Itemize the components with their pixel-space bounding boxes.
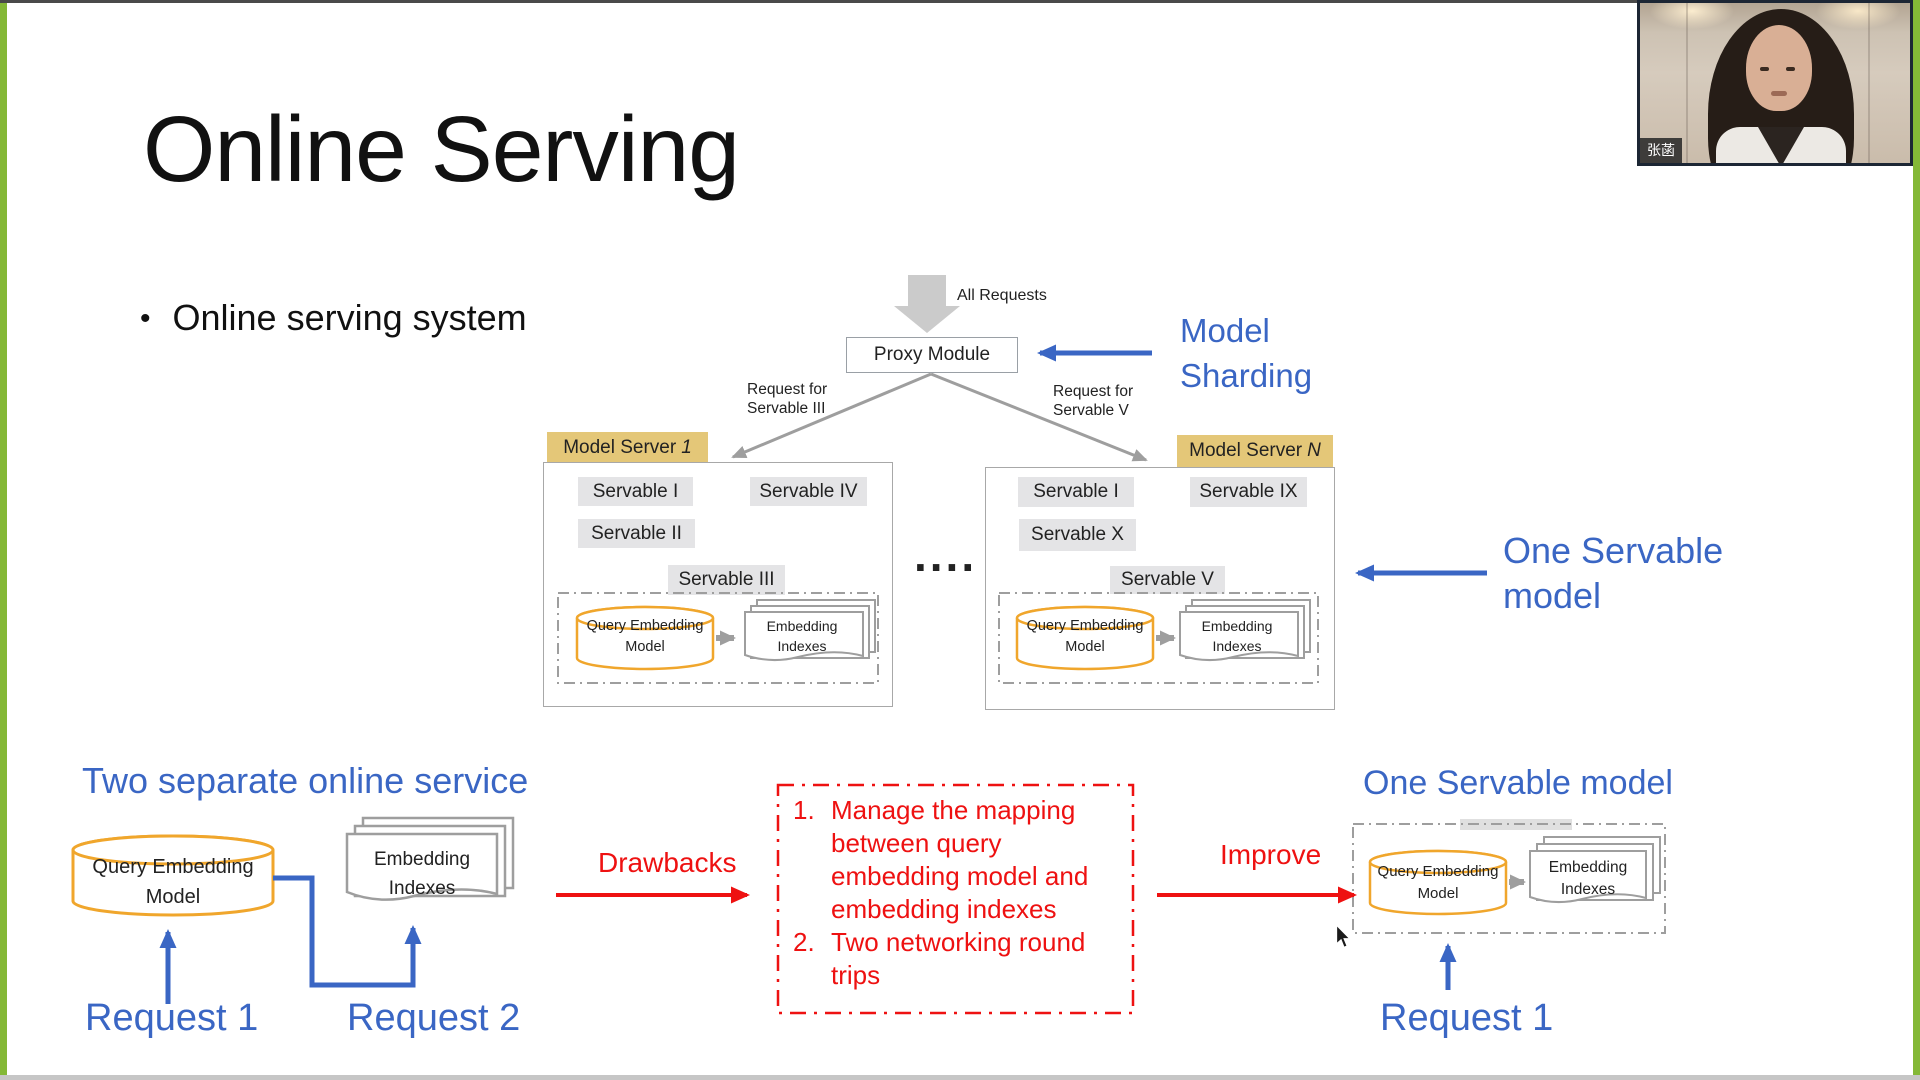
embedding-indexes-label: Embedding Indexes [766, 618, 838, 654]
improve-label: Improve [1220, 839, 1322, 870]
speaker-mouth [1771, 91, 1787, 96]
servable-box: Servable III [668, 565, 785, 595]
mouse-cursor [1335, 924, 1352, 949]
servable-box: Servable I [1018, 477, 1134, 507]
proxy-to-server1-arrow [731, 372, 932, 459]
embedding-indexes-label: Embedding Indexes [1201, 618, 1273, 654]
webcam-video: 张菡 [1640, 3, 1910, 163]
slide-title: Online Serving [143, 97, 740, 201]
pages-server1 [744, 599, 876, 661]
speaker-face [1746, 25, 1812, 111]
query-embedding-model-label: Query Embedding Model [1377, 863, 1499, 902]
request-2-label: Request 2 [347, 997, 521, 1039]
query-embedding-model-label: Query Embedding Model [92, 856, 254, 908]
right-edge-strip [1913, 0, 1920, 1075]
request-for-servable-5-label: Request for Servable V [1053, 383, 1134, 419]
speaker-eye [1786, 67, 1795, 71]
wall-panel-line [1868, 3, 1870, 163]
server1-servable-detail-box [557, 592, 879, 684]
model-server-1-label: Model Server [563, 437, 677, 458]
pages-serverN [1179, 599, 1311, 661]
all-requests-label: All Requests [957, 287, 1047, 304]
model-server-n-label: Model Server [1189, 440, 1303, 461]
proxy-module-label: Proxy Module [873, 344, 991, 365]
request-for-servable-3-label: Request for Servable III [747, 381, 828, 417]
proxy-to-serverN-arrow [930, 372, 1148, 462]
cylinder-server1 [575, 605, 715, 671]
servable-box: Servable I [578, 477, 693, 506]
model-server-1-header: Model Server 1 [547, 432, 708, 464]
model-sharding-label: Model Sharding [1180, 312, 1313, 394]
request-1-label: Request 1 [1380, 997, 1554, 1039]
proxy-module-box [846, 337, 1018, 373]
pages-bottom-left [345, 816, 515, 901]
bullet-online-serving-system: Online serving system [140, 297, 527, 339]
one-servable-detail-box [1352, 823, 1666, 934]
left-edge-strip [0, 3, 7, 1075]
embedding-indexes-label: Embedding Indexes [1548, 859, 1628, 898]
item-text: Manage the mapping between query embeddi… [831, 795, 1089, 924]
drawbacks-list: 1. Manage the mapping between query embe… [793, 794, 1093, 992]
servable-box: Servable V [1110, 566, 1225, 594]
webcam-overlay: 张菡 [1637, 0, 1913, 166]
model-server-1-number: 1 [681, 437, 692, 458]
wall-panel-line [1686, 3, 1688, 163]
speaker-eye [1760, 67, 1769, 71]
query-embedding-model-label: Query Embedding Model [1026, 618, 1144, 656]
speaker-name-tag: 张菡 [1640, 138, 1682, 163]
item-number: 1. [793, 795, 815, 825]
top-bar [0, 0, 1920, 3]
servable-box: Servable IV [750, 477, 867, 506]
cylinder-bottom-left [71, 834, 275, 917]
drawbacks-item: 1. Manage the mapping between query embe… [793, 794, 1093, 926]
servable-box: Servable II [578, 519, 695, 548]
drawbacks-item: 2. Two networking round trips [793, 926, 1093, 992]
one-servable-model-label: One Servable model [1363, 764, 1673, 802]
item-text: Two networking round trips [831, 927, 1086, 990]
request-1-label: Request 1 [85, 997, 259, 1039]
model-server-n-header: Model Server N [1177, 435, 1333, 467]
two-separate-online-service-label: Two separate online service [82, 760, 529, 801]
item-number: 2. [793, 927, 815, 957]
drawbacks-box [776, 783, 1135, 1015]
servable-box: Servable X [1019, 519, 1136, 551]
drawbacks-label: Drawbacks [598, 847, 737, 878]
model-server-n-number: N [1307, 440, 1321, 461]
pages-bottom-right [1529, 836, 1661, 903]
request2-connector [273, 875, 422, 988]
cylinder-serverN [1015, 605, 1155, 671]
serverN-servable-detail-box [998, 592, 1319, 684]
embedding-indexes-label: Embedding Indexes [373, 849, 471, 899]
all-requests-arrow [894, 275, 960, 333]
servable-box: Servable IX [1190, 477, 1307, 507]
query-embedding-model-label: Query Embedding Model [586, 618, 704, 656]
servers-ellipsis: .... [914, 529, 978, 581]
one-servable-side-label: One Servable model [1503, 530, 1724, 616]
cylinder-bottom-right [1368, 849, 1508, 916]
bottom-bar [0, 1075, 1920, 1080]
